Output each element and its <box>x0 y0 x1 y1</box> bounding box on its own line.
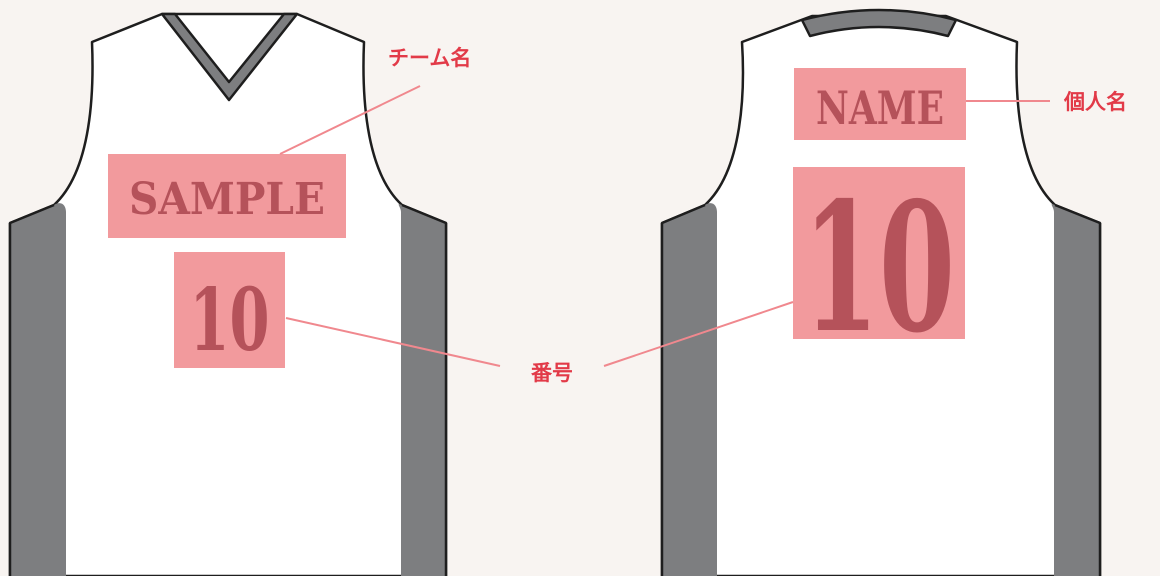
back-jersey: NAME 10 <box>660 8 1102 576</box>
front-number-print-area <box>174 252 285 368</box>
front-left-side-panel <box>10 203 66 576</box>
front-number-text: 10 <box>190 270 270 371</box>
front-right-side-panel <box>398 204 446 576</box>
player-name-print-area <box>794 68 966 140</box>
back-left-side-panel <box>662 203 717 576</box>
front-number-leader-line <box>285 317 501 367</box>
team-name-callout-label: チーム名 <box>388 46 471 70</box>
team-name-text: SAMPLE <box>129 174 325 225</box>
back-right-side-panel <box>1051 204 1100 576</box>
callouts: チーム名 番号 個人名 <box>279 46 1127 385</box>
player-name-text: NAME <box>816 81 944 135</box>
player-name-callout-label: 個人名 <box>1063 90 1127 114</box>
number-callout-label: 番号 <box>530 361 573 385</box>
team-name-print-area <box>108 154 346 238</box>
back-number-text: 10 <box>803 163 955 372</box>
back-neck-trim <box>800 8 958 38</box>
front-jersey: SAMPLE 10 <box>8 12 448 576</box>
team-name-leader-line <box>279 85 421 155</box>
front-v-neck-trim <box>160 12 299 102</box>
back-number-print-area <box>793 167 965 339</box>
back-number-leader-line <box>603 301 794 367</box>
